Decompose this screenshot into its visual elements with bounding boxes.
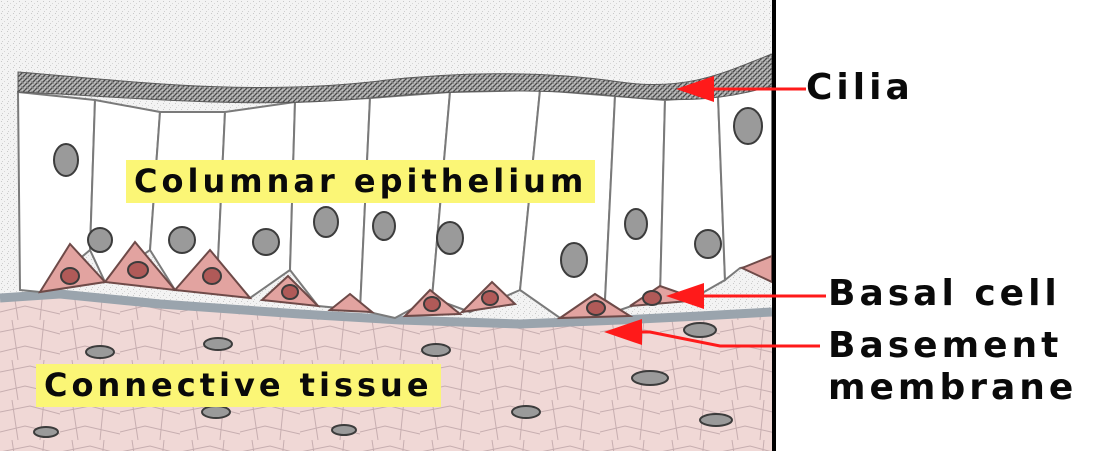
columnar-epithelium-label: Columnar epithelium (126, 160, 595, 203)
basal-cell-label: Basal cell (828, 276, 1061, 312)
connective-tissue-label: Connective tissue (36, 364, 441, 407)
cilia-label: Cilia (806, 70, 914, 106)
membrane-label: membrane (828, 370, 1077, 406)
basement-label: Basement (828, 328, 1062, 364)
